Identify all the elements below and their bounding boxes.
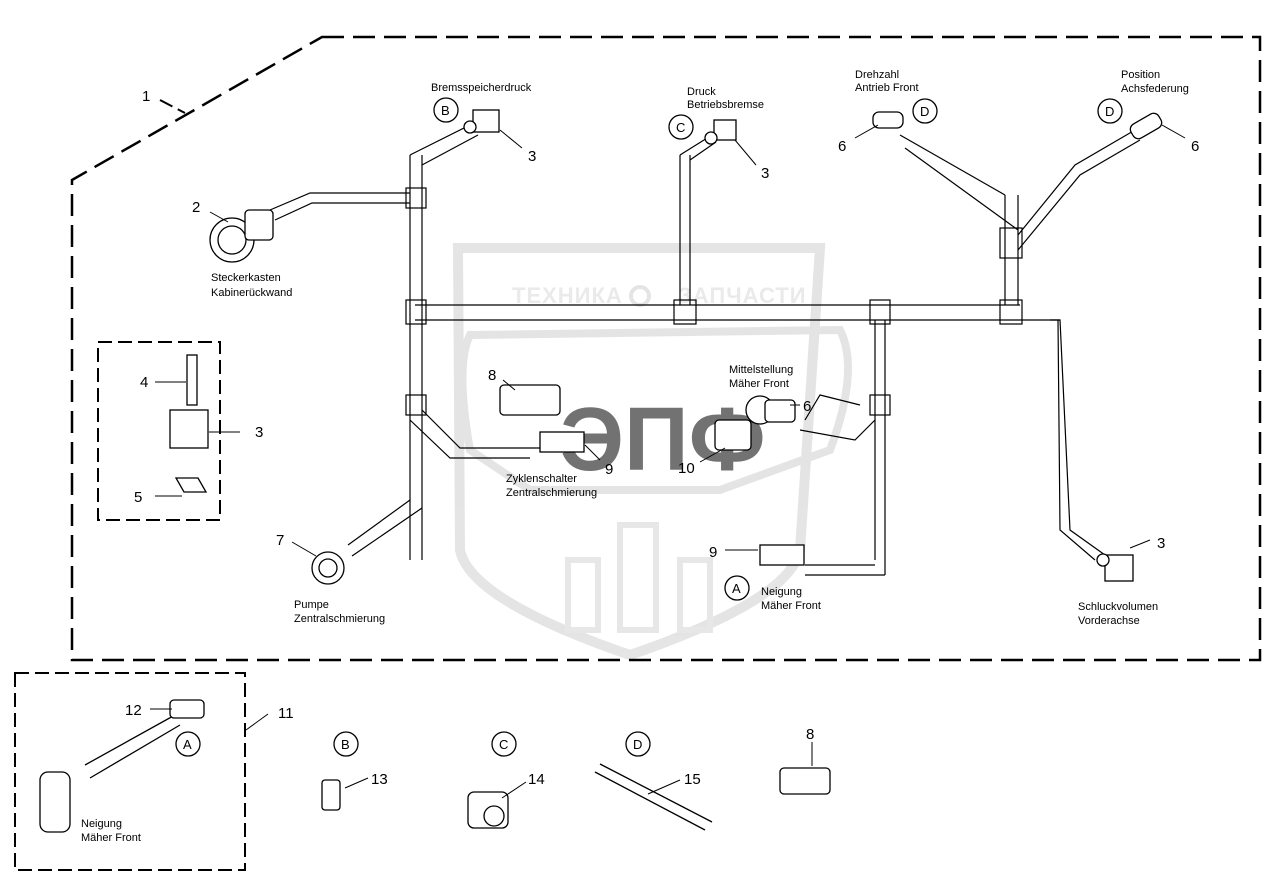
- callout-8-main: 8: [488, 367, 496, 384]
- label-inset-line2: Mäher Front: [81, 832, 141, 844]
- callout-2: 2: [192, 199, 200, 216]
- connector-10: [714, 419, 752, 451]
- callout-3-detail: 3: [255, 424, 263, 441]
- circle-b-legend: B: [341, 737, 350, 752]
- label-drehzahl-line2: Antrieb Front: [855, 82, 919, 94]
- connector-steckerkasten: [209, 209, 274, 263]
- label-mittel-line2: Mäher Front: [729, 378, 789, 390]
- label-pumpe-line2: Zentralschmierung: [294, 613, 385, 625]
- sensor-assembly-detail: [169, 354, 209, 493]
- circle-d-top-2: D: [1105, 104, 1114, 119]
- watermark-text-right: ЗАПЧАСТИ: [678, 283, 807, 308]
- circle-a-inset: A: [183, 737, 192, 752]
- letter-circles: [175, 97, 1123, 757]
- callout-6-drehzahl: 6: [838, 138, 846, 155]
- sensor-position: [1129, 112, 1163, 140]
- callout-1: 1: [142, 88, 150, 105]
- label-position-line1: Position: [1121, 69, 1160, 81]
- connector-8-main: [499, 384, 561, 416]
- callout-3-schluck: 3: [1157, 535, 1165, 552]
- label-position-line2: Achsfederung: [1121, 83, 1189, 95]
- callout-5: 5: [134, 489, 142, 506]
- watermark: ТЕХНИКА ЗАПЧАСТИ ЭПФ: [452, 243, 852, 661]
- label-drehzahl-line1: Drehzahl: [855, 69, 899, 81]
- callout-6-mittel: 6: [803, 398, 811, 415]
- callout-7: 7: [276, 532, 284, 549]
- callout-6-position: 6: [1191, 138, 1199, 155]
- circle-c-legend: C: [499, 737, 508, 752]
- callout-9-zyklen: 9: [605, 461, 613, 478]
- callout-15: 15: [684, 771, 701, 788]
- detail-box-sensor: [97, 341, 221, 521]
- circle-b-top: B: [441, 103, 450, 118]
- label-druck-line2: Betriebsbremse: [687, 99, 764, 111]
- callout-3-bremsspeicher: 3: [528, 148, 536, 165]
- label-schluck-line2: Vorderachse: [1078, 615, 1140, 627]
- sensor-mittelstellung: [745, 395, 796, 425]
- watermark-text-left: ТЕХНИКА: [512, 283, 623, 308]
- circle-a-main: A: [732, 581, 741, 596]
- leader-lines: [209, 124, 1186, 557]
- main-assembly-boundary: [70, 35, 1262, 662]
- label-neigung-line1: Neigung: [761, 586, 802, 598]
- callout-4: 4: [140, 374, 148, 391]
- callout-12: 12: [125, 702, 142, 719]
- label-inset-line1: Neigung: [81, 818, 122, 830]
- label-neigung-line2: Mäher Front: [761, 600, 821, 612]
- inset-box-11: [14, 672, 246, 871]
- callout-11: 11: [278, 705, 294, 722]
- label-schluck-line1: Schluckvolumen: [1078, 601, 1158, 613]
- callout-14: 14: [528, 771, 545, 788]
- label-bremsspeicherdruck: Bremsspeicherdruck: [431, 82, 532, 94]
- circle-d-top-1: D: [920, 104, 929, 119]
- connector-9-neigung: [759, 544, 805, 566]
- inset-cable-assembly: [39, 699, 205, 833]
- circle-c-top: C: [676, 120, 685, 135]
- callout-10: 10: [678, 460, 695, 477]
- connector-pumpe: [311, 551, 345, 585]
- connector-bremsspeicher: [463, 109, 500, 134]
- label-stecker-line2: Kabinerückwand: [211, 287, 292, 299]
- label-pumpe-line1: Pumpe: [294, 599, 329, 611]
- gear-icon: [629, 285, 651, 307]
- callout-9-neigung: 9: [709, 544, 717, 561]
- connector-9-main: [539, 431, 585, 453]
- sensor-drehzahl: [872, 111, 904, 129]
- label-druck-line1: Druck: [687, 86, 716, 98]
- harness-cables: [269, 124, 1141, 576]
- connector-druck: [704, 119, 737, 145]
- circle-d-legend: D: [633, 737, 642, 752]
- label-zyklen-line1: Zyklenschalter: [506, 473, 577, 485]
- callout-8-legend: 8: [806, 726, 814, 743]
- connector-schluckvolumen: [1096, 553, 1134, 582]
- callout-3-druck: 3: [761, 165, 769, 182]
- callout-13: 13: [371, 771, 388, 788]
- label-mittel-line1: Mittelstellung: [729, 364, 793, 376]
- label-zyklen-line2: Zentralschmierung: [506, 487, 597, 499]
- label-stecker-line1: Steckerkasten: [211, 272, 281, 284]
- legend-parts: [321, 763, 831, 831]
